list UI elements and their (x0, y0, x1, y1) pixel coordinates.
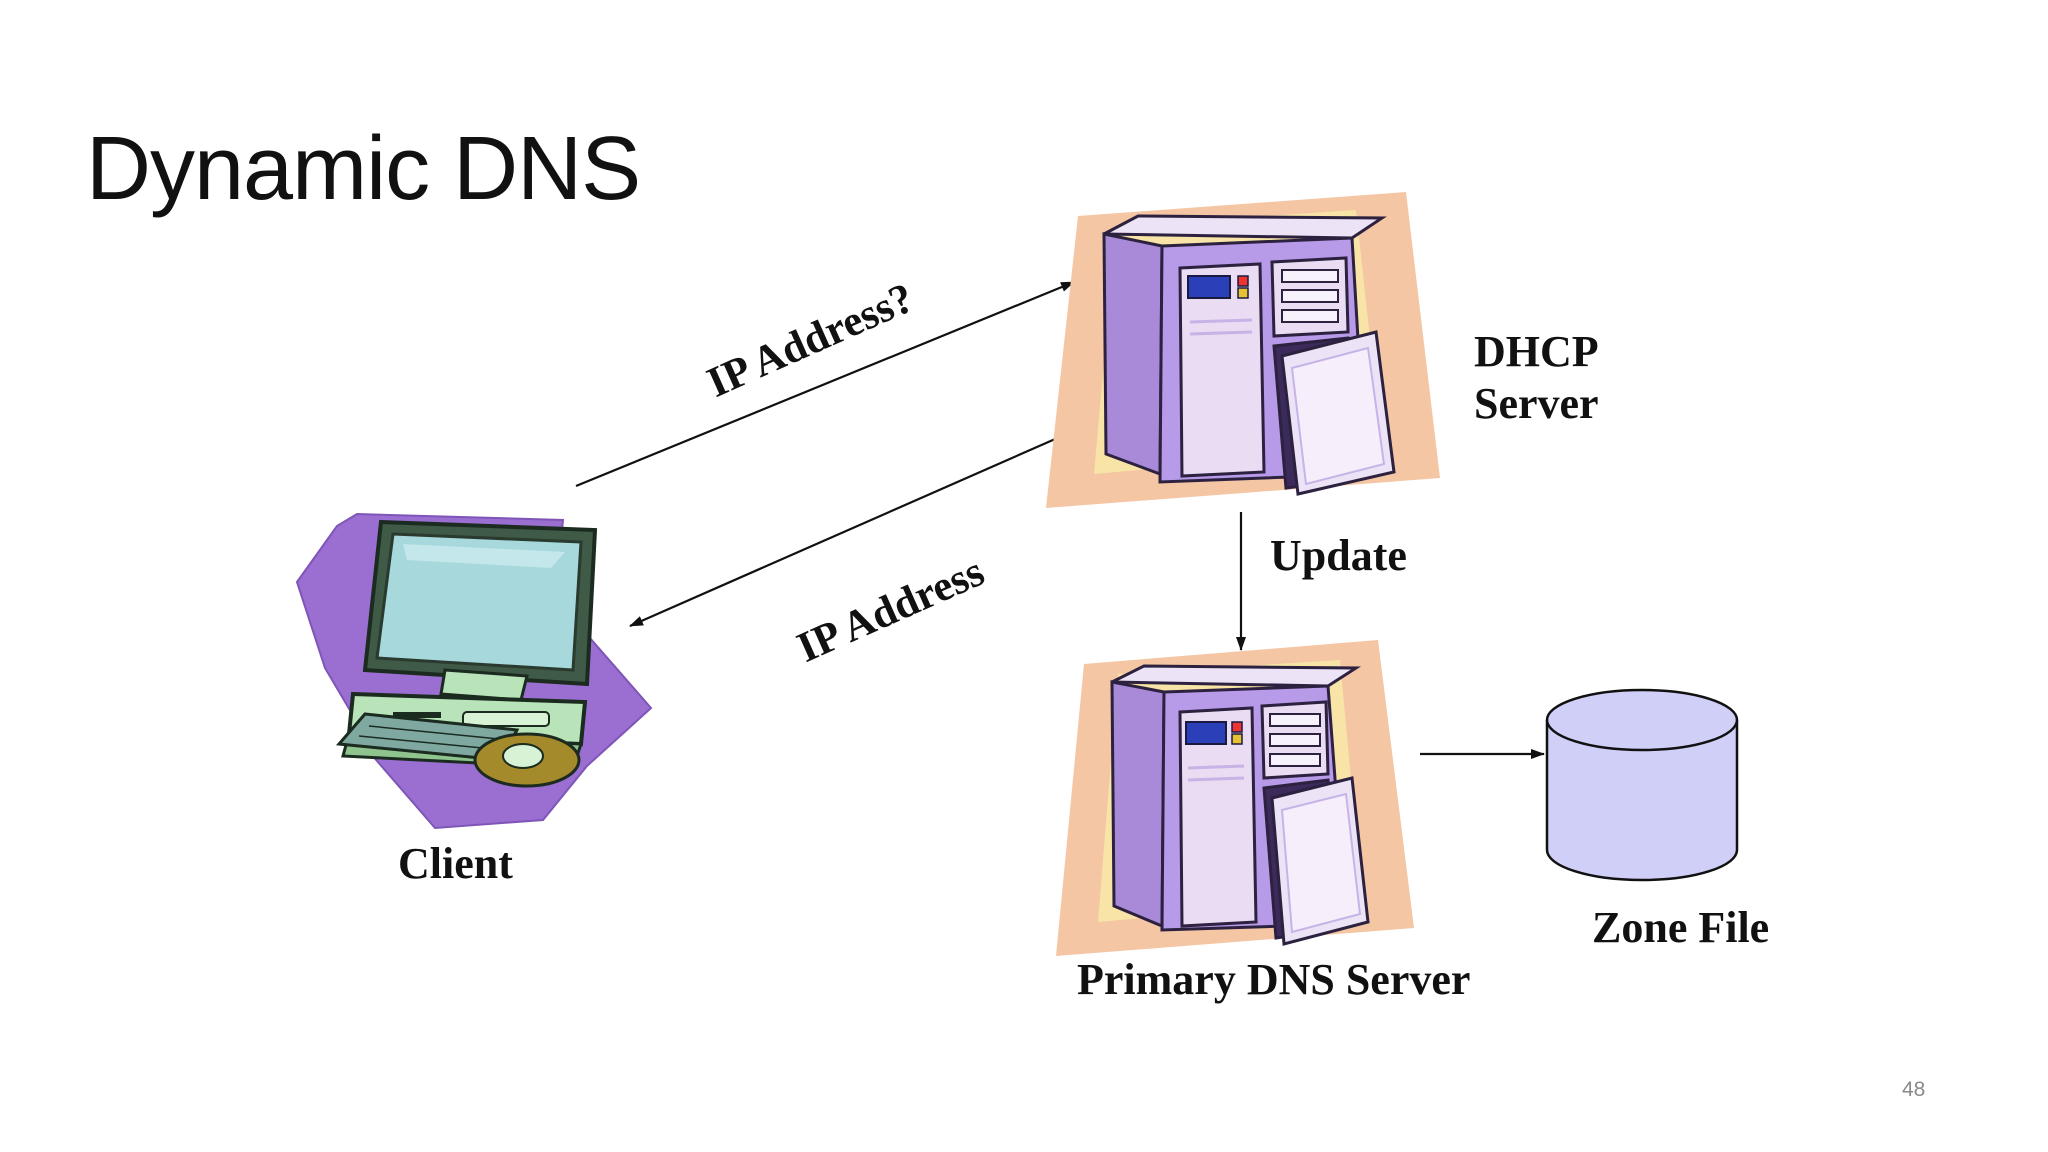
database-cylinder-icon (1545, 688, 1739, 882)
zone-file-label: Zone File (1592, 903, 1770, 952)
request-arrow (575, 280, 1075, 488)
slide-title: Dynamic DNS (86, 119, 641, 219)
dhcp-server-label-line2: Server (1474, 379, 1599, 428)
primary-dns-server-label: Primary DNS Server (1077, 955, 1471, 1004)
update-edge-label: Update (1270, 531, 1407, 580)
page-number: 48 (1902, 1078, 1926, 1101)
server-tower-icon (1056, 640, 1414, 956)
desktop-computer-icon (295, 512, 653, 830)
server-tower-icon (1046, 192, 1440, 508)
dhcp-server-label-line1: DHCP (1474, 327, 1599, 376)
client-label: Client (398, 839, 513, 888)
response-arrow (629, 434, 1063, 628)
